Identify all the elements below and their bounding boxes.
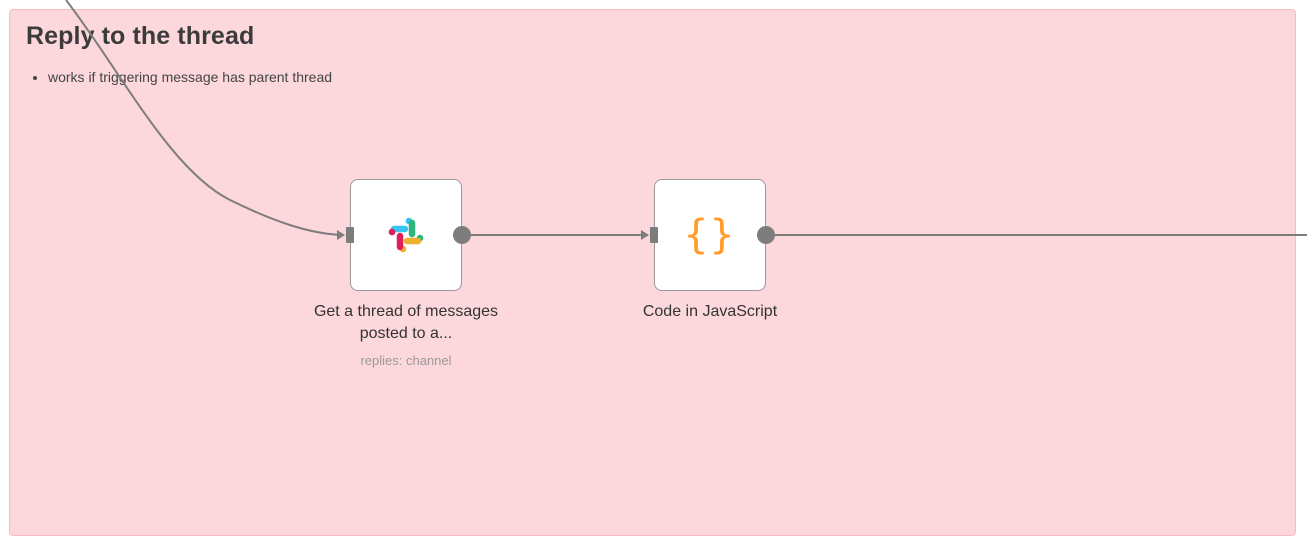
slack-node[interactable] [346, 179, 471, 291]
slack-node-subtitle: replies: channel [360, 353, 452, 368]
code-node-output-handle[interactable] [757, 226, 775, 244]
sticky-note[interactable]: Reply to the thread works if triggering … [9, 9, 1296, 536]
sticky-note-title: Reply to the thread [26, 22, 255, 50]
code-node[interactable]: {} [650, 179, 775, 291]
code-braces-icon: {} [683, 212, 737, 258]
sticky-note-bullet: works if triggering message has parent t… [48, 69, 332, 85]
sticky-note-bullet-list: works if triggering message has parent t… [26, 69, 332, 85]
slack-node-input-handle[interactable] [346, 227, 354, 243]
code-node-input-handle[interactable] [650, 227, 658, 243]
slack-icon [388, 217, 424, 253]
slack-node-output-handle[interactable] [453, 226, 471, 244]
slack-node-label: Get a thread of messages posted to a... [313, 303, 499, 342]
code-node-label: Code in JavaScript [642, 303, 778, 320]
